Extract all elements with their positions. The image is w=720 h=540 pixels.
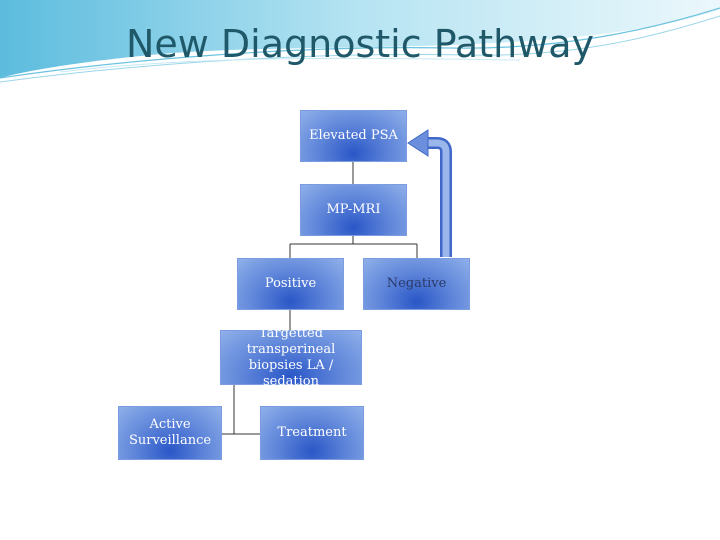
active-surveillance-label: Active Surveillance [128, 417, 212, 448]
elevated-psa-label: Elevated PSA [309, 128, 398, 143]
positive-label: Positive [264, 276, 317, 291]
negative-box: Negative [363, 258, 470, 310]
slide-title: New Diagnostic Pathway [125, 22, 595, 66]
negative-label: Negative [386, 276, 447, 291]
elevated-psa-box: Elevated PSA [300, 110, 407, 162]
decorative-header-swoosh [0, 0, 720, 83]
biopsies-box: Targetted transperineal biopsies LA / se… [220, 326, 362, 389]
treatment-label: Treatment [277, 425, 347, 440]
active-surveillance-box: Active Surveillance [118, 406, 222, 460]
mp-mri-box: MP-MRI [300, 184, 407, 236]
biopsies-label: Targetted transperineal biopsies LA / se… [246, 325, 336, 389]
treatment-box: Treatment [260, 406, 364, 460]
mp-mri-label: MP-MRI [326, 202, 381, 217]
positive-box: Positive [237, 258, 344, 310]
